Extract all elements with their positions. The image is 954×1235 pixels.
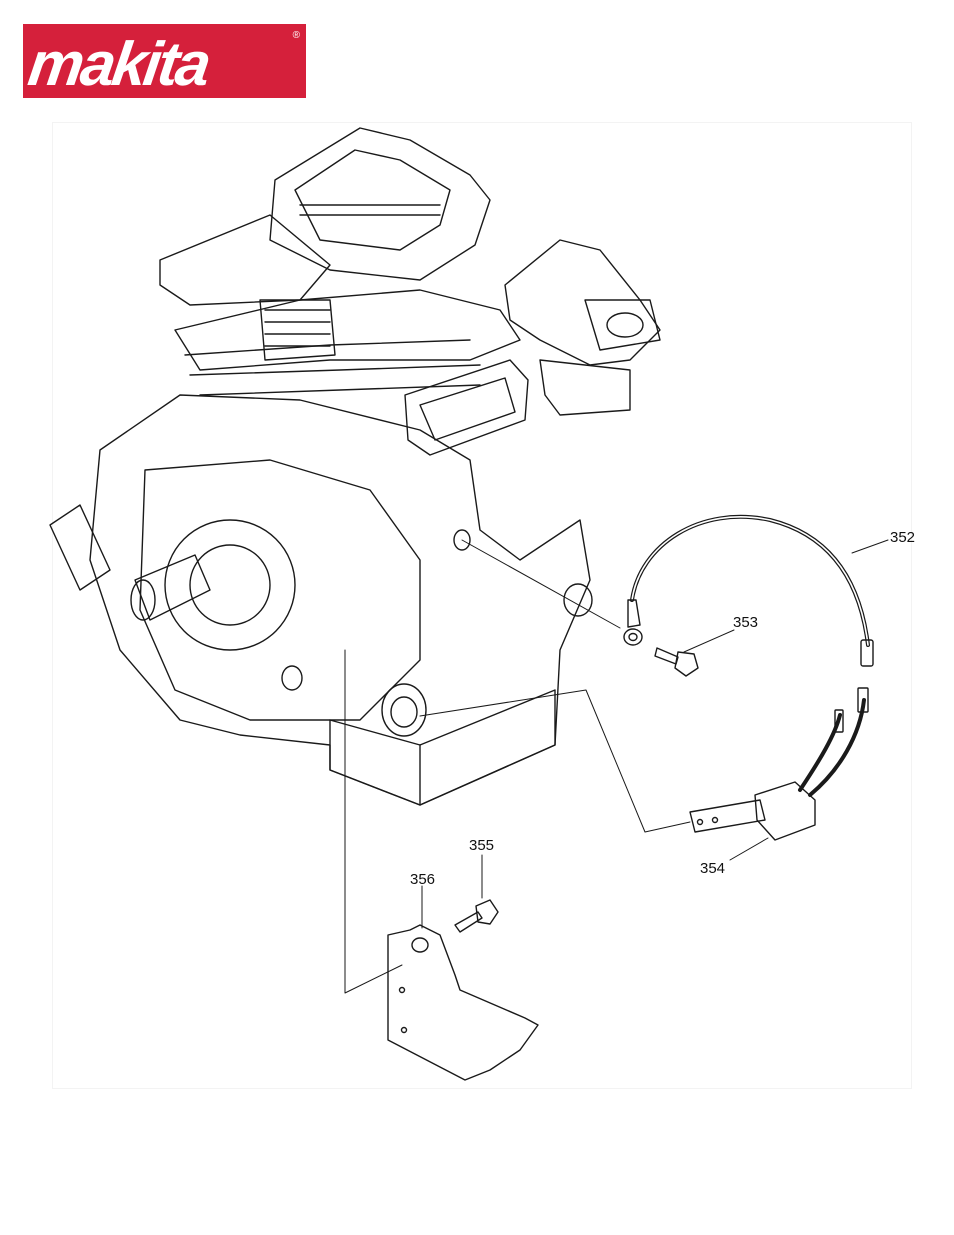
part-353-bolt [655,648,698,676]
part-354-solenoid [690,688,868,840]
callout-355: 355 [469,837,494,854]
callout-354: 354 [700,860,725,877]
leader-lines [345,540,888,993]
callout-356: 356 [410,871,435,888]
part-352-cable [624,517,873,666]
callout-353: 353 [733,614,758,631]
part-356-bracket [388,925,538,1080]
engine-illustration [50,128,660,805]
part-355-bolt [455,900,498,932]
callout-352: 352 [890,529,915,546]
